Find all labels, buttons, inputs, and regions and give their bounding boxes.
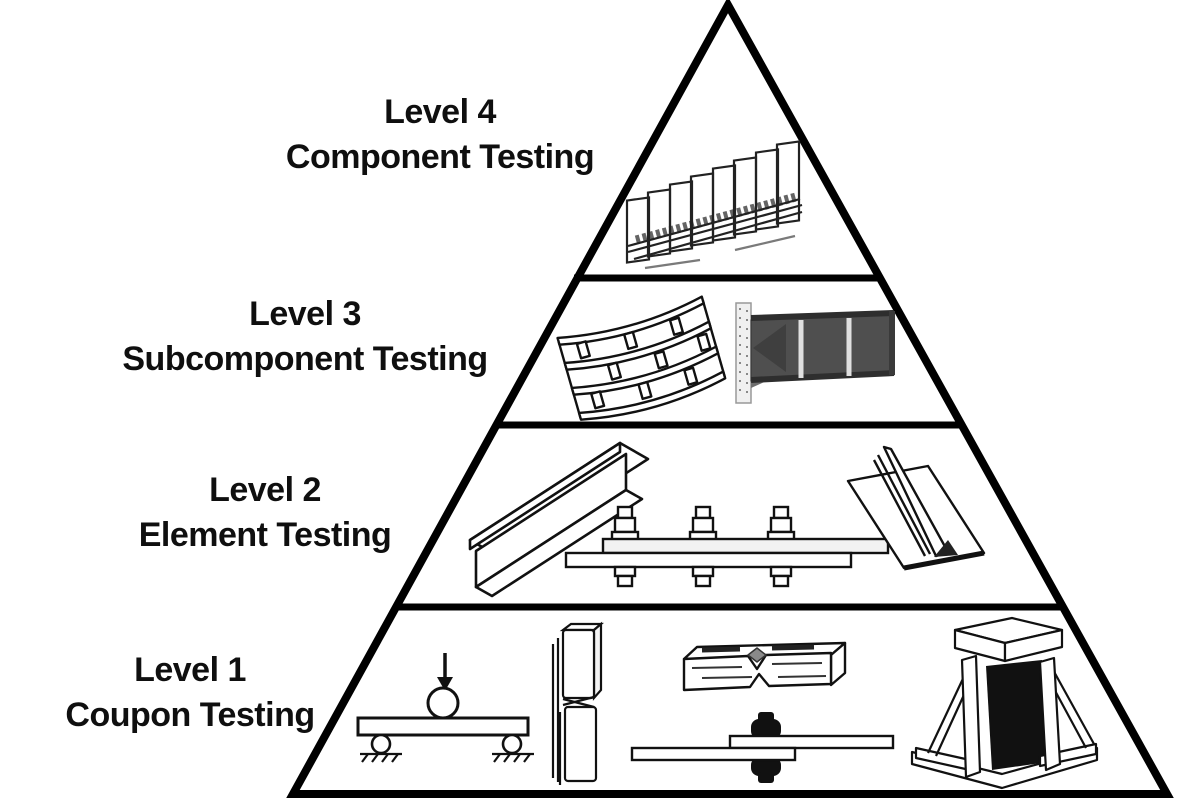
level3-curved-panel-illustration [556,295,727,421]
level-2-label: Level 2 Element Testing [55,468,475,558]
level1-bend-test-illustration [356,653,534,763]
level2-beam-illustration [468,441,650,598]
pyramid-outline [286,0,1174,798]
level-3-label: Level 3 Subcomponent Testing [95,292,515,382]
level1-notched-coupon-illustration [682,641,847,692]
level-3-title: Level 3 [249,295,361,333]
level-4-title: Level 4 [384,93,496,131]
level-4-label: Level 4 Component Testing [230,90,650,180]
level-2-name: Element Testing [138,516,392,554]
level1-compression-fixture-illustration [910,616,1099,790]
level1-lap-joint-illustration [630,712,895,783]
level2-t-stiffener-illustration [846,445,986,571]
level-1-label: Level 1 Coupon Testing [0,648,400,738]
level2-bolted-joint-illustration [564,505,890,588]
level1-tensile-coupon-illustration [551,621,604,785]
level-1-title: Level 1 [134,651,246,689]
level-2-title: Level 2 [209,471,321,509]
level-4-name: Component Testing [285,138,595,176]
level3-cantilever-beam-illustration [735,302,895,404]
level4-frame-assembly-illustration [625,140,803,270]
level-3-name: Subcomponent Testing [122,340,488,378]
level-1-name: Coupon Testing [65,696,315,734]
